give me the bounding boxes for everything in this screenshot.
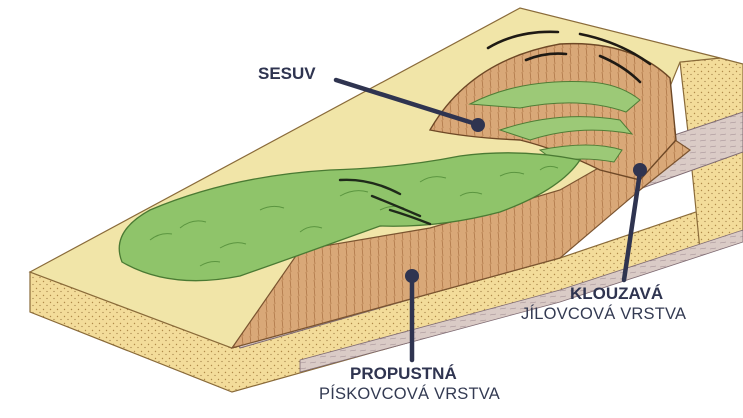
label-klouzava-sub: JÍLOVCOVÁ VRSTVA xyxy=(521,305,686,324)
label-propustna-sub: PÍSKOVCOVÁ VRSTVA xyxy=(319,385,500,404)
label-klouzava-title: KLOUZAVÁ xyxy=(570,284,663,304)
label-sesuv: SESUV xyxy=(258,64,316,84)
label-propustna-title: PROPUSTNÁ xyxy=(350,364,457,384)
